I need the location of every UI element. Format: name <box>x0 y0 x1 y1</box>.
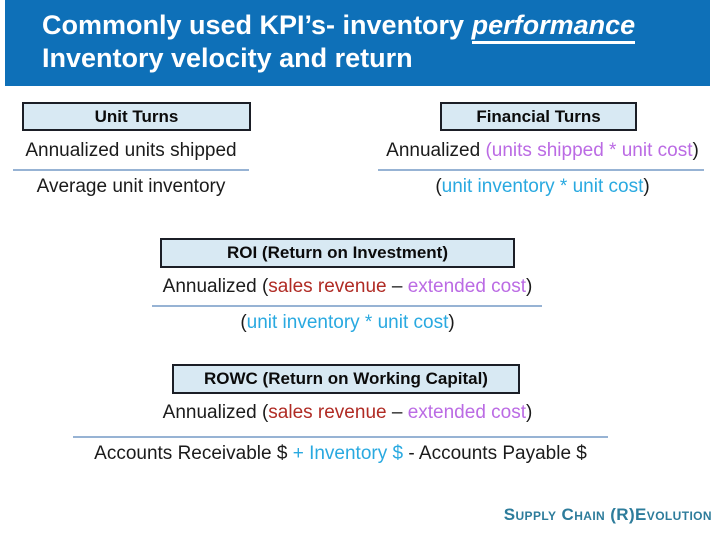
rowc-box: ROWC (Return on Working Capital) <box>172 364 520 394</box>
roi-num-purple: extended cost <box>407 276 527 297</box>
financial-turns-numerator: Annualized (units shipped * unit cost) <box>380 140 705 162</box>
ft-den-open: ( <box>435 176 442 197</box>
ft-num-prefix: Annualized <box>386 140 486 161</box>
rowc-den-black2: - Accounts Payable $ <box>403 443 587 464</box>
roi-num-close: ) <box>526 276 533 297</box>
unit-turns-denominator: Average unit inventory <box>36 176 226 197</box>
rowc-den-black1: Accounts Receivable $ <box>94 443 293 464</box>
rowc-num-close: ) <box>526 402 533 423</box>
title-line1-prefix: Commonly used KPI’s- inventory <box>42 10 472 40</box>
rowc-num-prefix: Annualized ( <box>162 402 269 423</box>
ft-den-close: ) <box>643 176 650 197</box>
roi-box-label: ROI (Return on Investment) <box>226 243 448 262</box>
slide-title-line1: Commonly used KPI’s- inventory performan… <box>42 9 710 44</box>
roi-box: ROI (Return on Investment) <box>160 238 515 268</box>
rowc-num-purple: extended cost <box>407 402 527 423</box>
unit-turns-box: Unit Turns <box>22 102 251 131</box>
roi-den-open: ( <box>240 312 247 333</box>
financial-turns-denominator: (unit inventory * unit cost) <box>380 176 705 198</box>
rowc-fraction-bar <box>73 436 608 438</box>
footer-brand: Supply Chain (R)Evolution <box>503 505 712 524</box>
financial-turns-box: Financial Turns <box>440 102 637 131</box>
roi-num-dash: – <box>386 276 408 297</box>
rowc-num-dash: – <box>386 402 408 423</box>
roi-num-red: sales revenue <box>268 276 387 297</box>
rowc-den-cyan: + Inventory $ <box>292 443 404 464</box>
rowc-denominator: Accounts Receivable $ + Inventory $ - Ac… <box>63 443 618 465</box>
rowc-box-label: ROWC (Return on Working Capital) <box>204 369 488 388</box>
unit-turns-numerator: Annualized units shipped <box>25 140 237 161</box>
slide-header-band: Commonly used KPI’s- inventory performan… <box>5 0 710 86</box>
slide-title-line2: Inventory velocity and return <box>42 43 413 73</box>
unit-turns-box-label: Unit Turns <box>94 106 179 126</box>
unit-turns-fraction-bar <box>13 169 249 171</box>
title-line1-emphasis: performance <box>471 10 636 44</box>
roi-denominator: (unit inventory * unit cost) <box>150 312 545 334</box>
rowc-numerator: Annualized (sales revenue – extended cos… <box>150 402 545 424</box>
roi-den-colored: unit inventory * unit cost <box>246 312 449 333</box>
roi-numerator: Annualized (sales revenue – extended cos… <box>150 276 545 298</box>
roi-den-close: ) <box>448 312 455 333</box>
financial-turns-fraction-bar <box>378 169 704 171</box>
ft-den-colored: unit inventory * unit cost <box>441 176 644 197</box>
ft-num-colored: (units shipped * unit cost <box>485 140 693 161</box>
roi-num-prefix: Annualized ( <box>162 276 269 297</box>
ft-num-close: ) <box>692 140 699 161</box>
financial-turns-box-label: Financial Turns <box>476 106 601 126</box>
rowc-num-red: sales revenue <box>268 402 387 423</box>
roi-fraction-bar <box>152 305 542 307</box>
